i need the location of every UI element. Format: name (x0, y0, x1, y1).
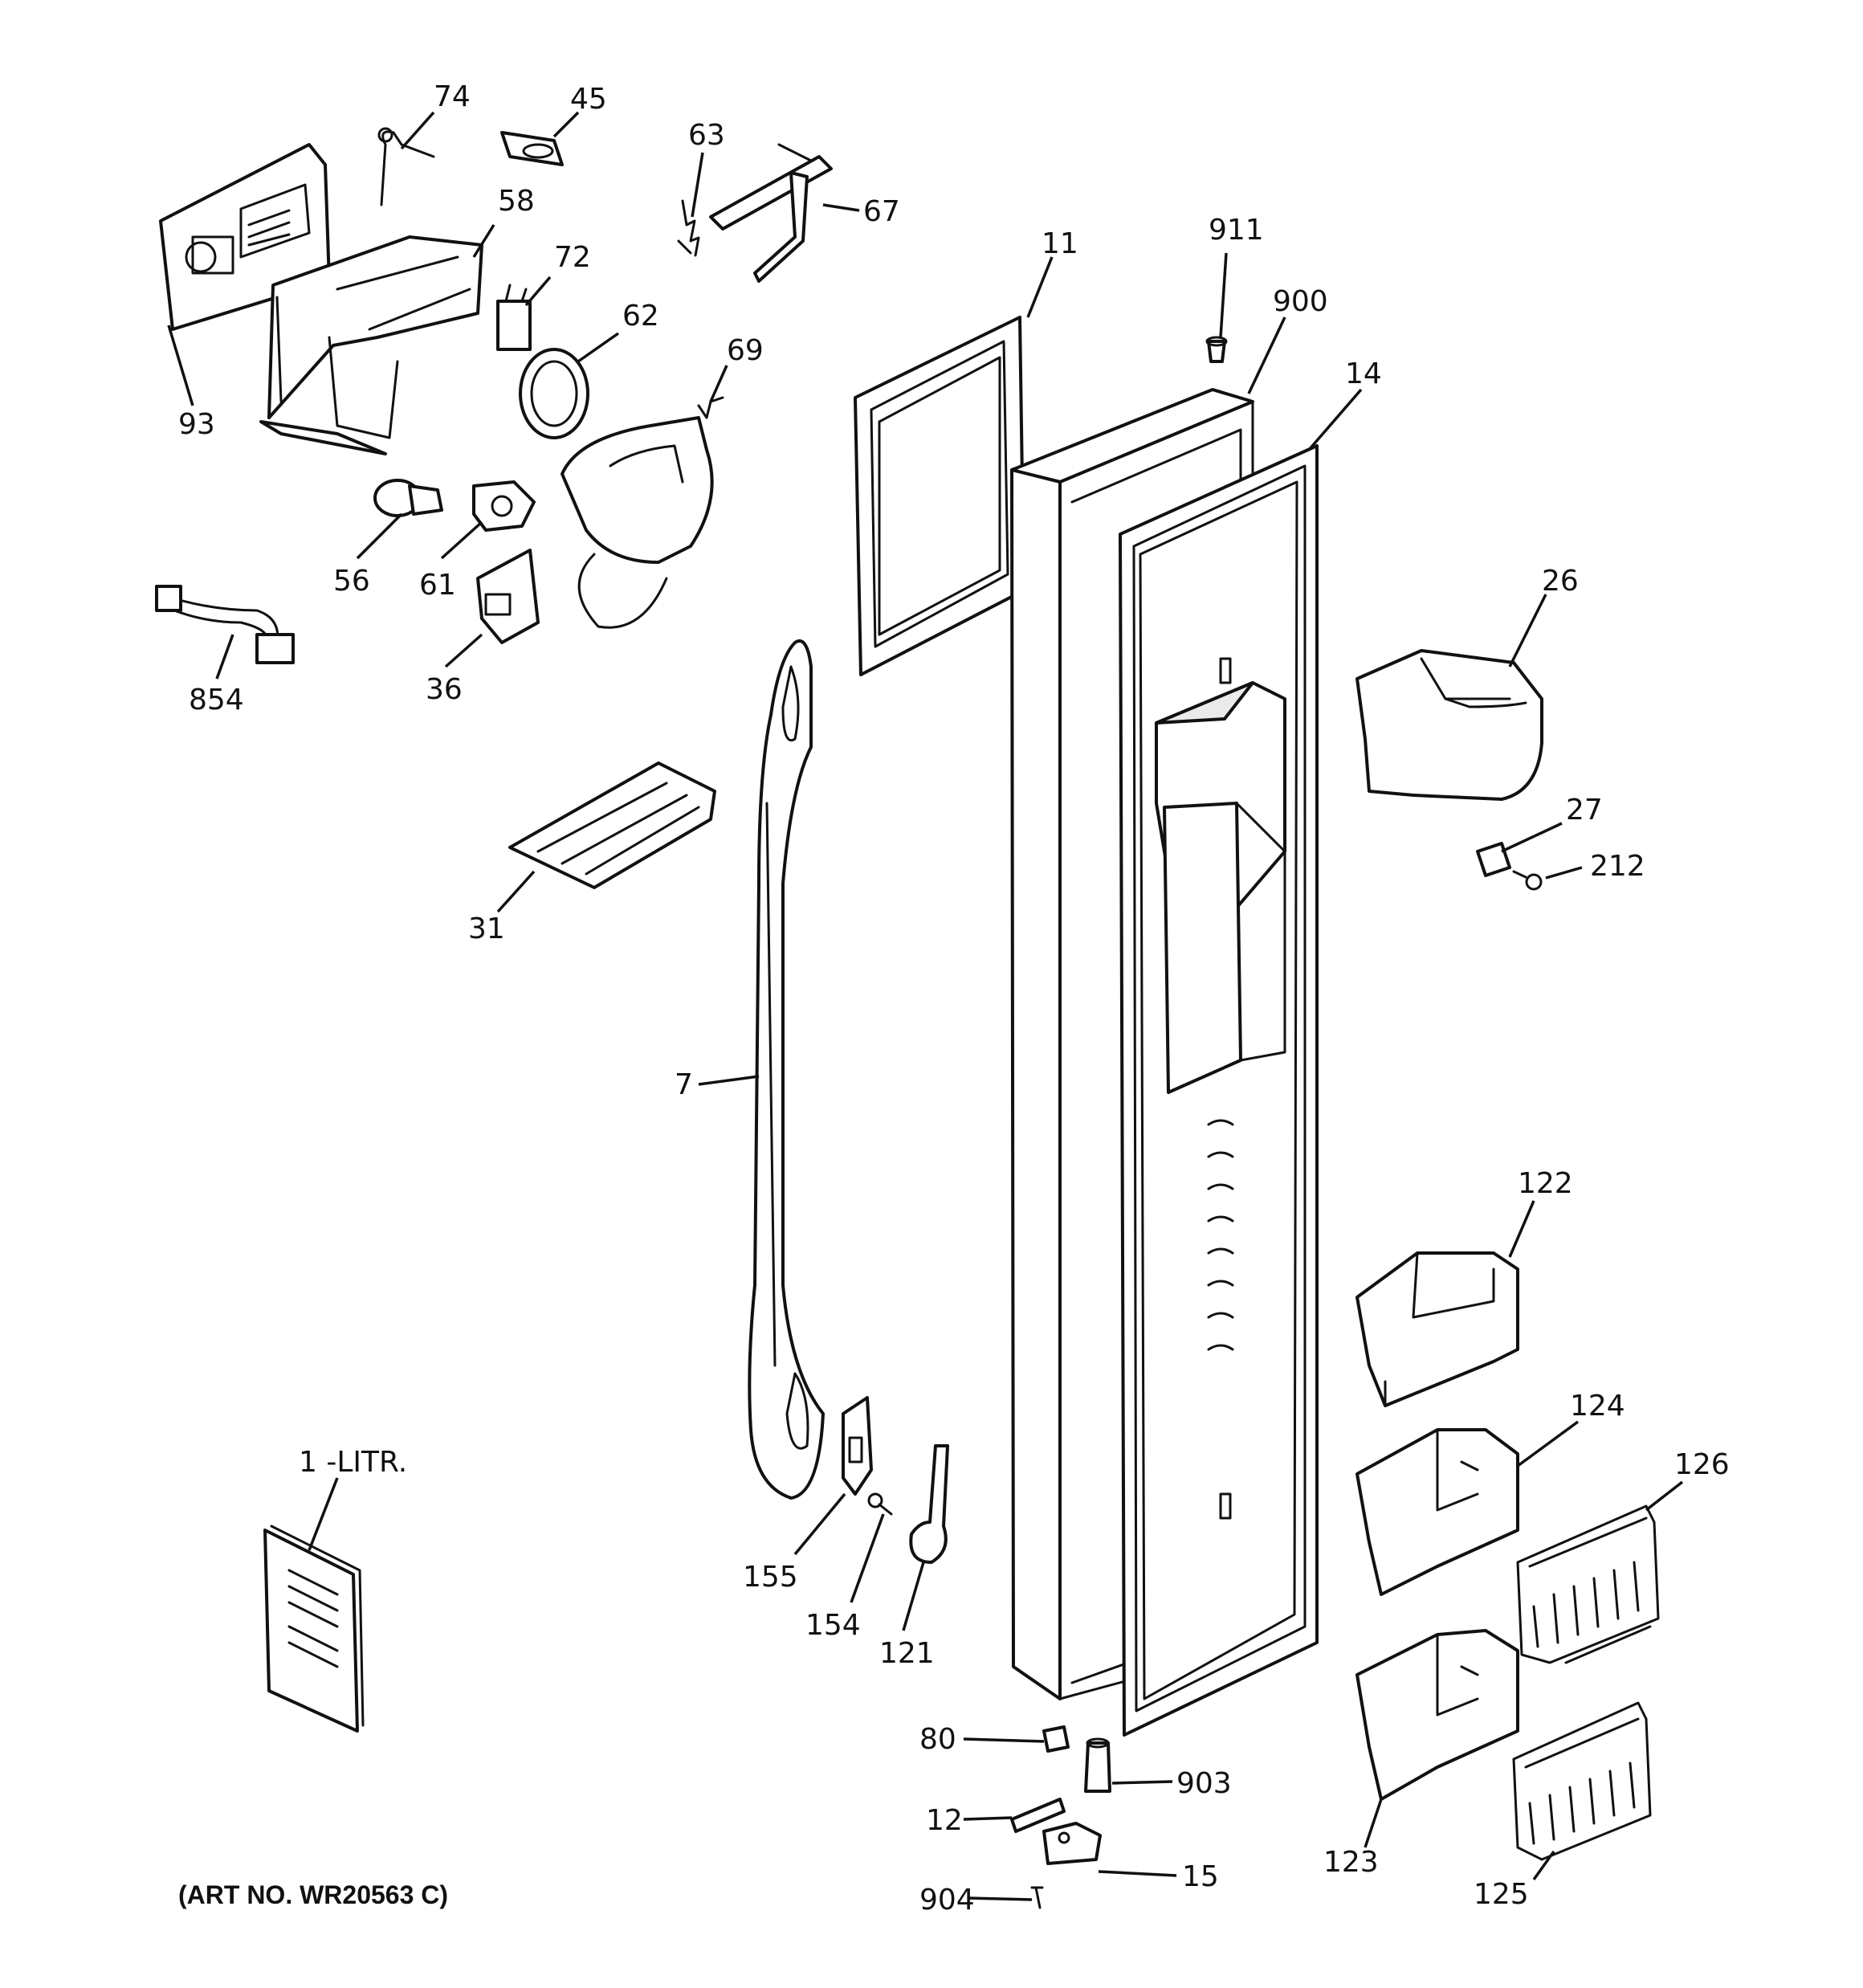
part-74-spring (377, 127, 435, 206)
label-900: 900 (1273, 285, 1328, 318)
part-155-hinge-cover (842, 1396, 873, 1496)
part-125-wire-basket (1512, 1701, 1652, 1861)
part-15-hinge (1042, 1822, 1102, 1865)
label-903: 903 (1176, 1767, 1232, 1800)
part-61-cam (472, 480, 536, 532)
label-31: 31 (468, 912, 505, 945)
part-12-bracket (1010, 1798, 1066, 1833)
part-121-door-stop (909, 1444, 949, 1564)
part-56-motor-coupling (373, 479, 443, 517)
label-69: 69 (727, 334, 764, 367)
label-56: 56 (333, 565, 370, 598)
part-154-screw (867, 1492, 893, 1516)
label-27: 27 (1566, 794, 1603, 827)
label-12: 12 (926, 1804, 963, 1837)
label-11: 11 (1042, 227, 1078, 260)
part-7-door-handle (748, 639, 825, 1500)
door-inner-liner-dispenser (1155, 657, 1286, 1520)
part-14-gasket (1119, 444, 1319, 1737)
part-124-door-bin (1355, 1428, 1519, 1596)
label-1-litr: 1 -LITR. (299, 1446, 407, 1479)
label-45: 45 (570, 83, 607, 116)
part-123-door-bin (1355, 1629, 1519, 1801)
label-123: 123 (1323, 1846, 1379, 1879)
label-212: 212 (1590, 850, 1645, 883)
label-63: 63 (688, 119, 725, 152)
label-125: 125 (1474, 1878, 1529, 1911)
label-14: 14 (1345, 357, 1382, 390)
part-911-plug (1205, 336, 1228, 363)
leader-lines (167, 111, 1684, 1901)
part-27-knob (1476, 842, 1511, 877)
label-93: 93 (178, 408, 215, 441)
label-124: 124 (1570, 1390, 1625, 1423)
part-900-door-outer (1010, 388, 1254, 1700)
door-shelf-ridges (1207, 1119, 1234, 1351)
part-904-screw (1030, 1886, 1044, 1909)
part-45-bracket (500, 131, 564, 166)
art-number-note: (ART NO. WR20563 C) (178, 1880, 448, 1909)
label-126: 126 (1674, 1448, 1730, 1481)
part-80-bushing (1042, 1725, 1070, 1753)
part-58-ice-chute-housing (259, 235, 483, 455)
label-62: 62 (622, 300, 659, 333)
label-36: 36 (426, 673, 463, 706)
part-122-door-bin (1355, 1251, 1519, 1407)
part-1-literature-manual (263, 1525, 365, 1733)
label-911: 911 (1209, 214, 1264, 247)
label-854: 854 (189, 684, 244, 716)
label-154: 154 (805, 1609, 861, 1642)
part-36-bracket (476, 549, 540, 644)
part-11-dispenser-frame (854, 316, 1025, 676)
part-69-ice-bucket-chute (561, 396, 724, 629)
part-63-spring (677, 199, 700, 257)
label-61: 61 (419, 569, 456, 602)
callout-labels: 74 45 63 67 58 72 62 69 93 56 61 36 854 … (178, 80, 1730, 1917)
part-126-wire-basket (1516, 1504, 1660, 1664)
part-212-screw (1512, 870, 1543, 891)
label-74: 74 (434, 80, 471, 113)
part-72-switch (496, 284, 532, 351)
part-31-drip-tray-grille (508, 761, 716, 889)
label-121: 121 (879, 1637, 935, 1670)
label-7: 7 (675, 1068, 693, 1101)
label-72: 72 (554, 241, 591, 274)
label-58: 58 (498, 185, 535, 218)
label-67: 67 (863, 195, 900, 228)
part-903-hinge-pin (1084, 1737, 1111, 1793)
label-122: 122 (1518, 1167, 1573, 1200)
label-80: 80 (919, 1723, 956, 1756)
part-67-rod (709, 143, 833, 283)
label-904: 904 (919, 1884, 975, 1917)
label-26: 26 (1542, 565, 1579, 598)
part-854-wire-harness (155, 585, 295, 664)
label-155: 155 (743, 1561, 798, 1594)
label-15: 15 (1182, 1860, 1219, 1893)
part-62-auger-gear (519, 348, 589, 439)
part-26-door-bin (1355, 649, 1543, 801)
